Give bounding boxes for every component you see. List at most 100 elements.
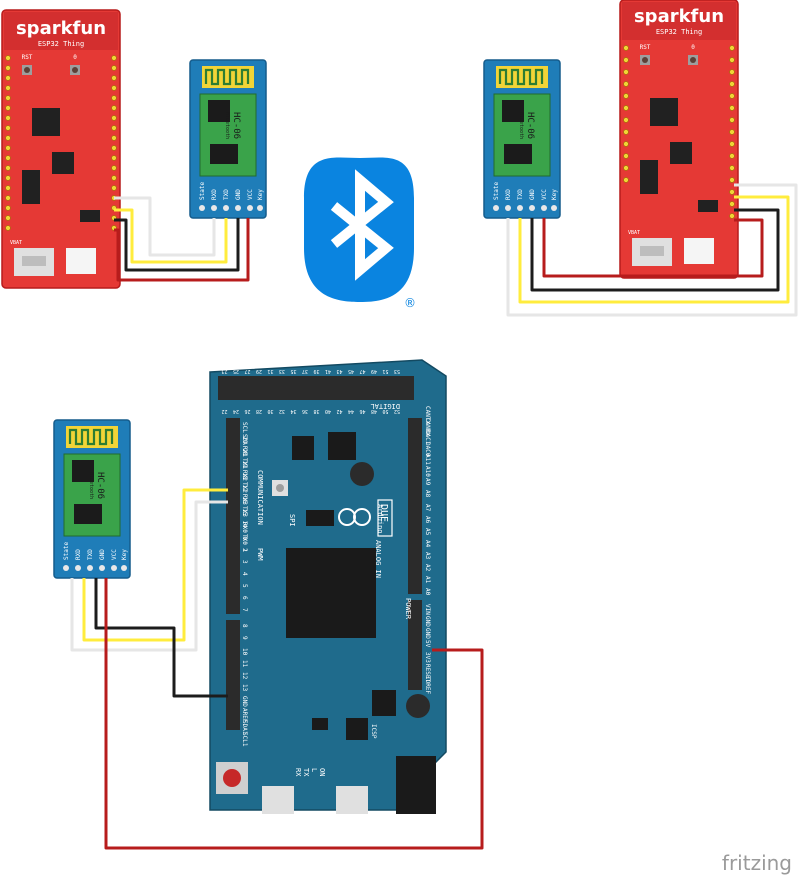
due-top-pin-label: 28: [256, 408, 262, 414]
wire-white-1: [114, 196, 216, 257]
due-top-pin-label: 53: [394, 368, 400, 374]
esp32-rst-label: RST: [640, 44, 651, 51]
hc06-subtitle-label: Bluetooth: [88, 472, 94, 499]
hc06-pin-rxd: RXD: [505, 189, 512, 200]
due-pin-2: 2: [241, 548, 248, 552]
hc06-module-top-right: HC-06 Bluetooth State RXD TXD GND VCC Ke…: [482, 58, 562, 220]
due-top-pin-label: 48: [371, 408, 377, 414]
due-pin-aref: AREF: [241, 708, 248, 723]
due-top-pin-label: 42: [336, 408, 342, 414]
due-pin-5: 5: [241, 584, 248, 588]
due-top-pin-label: 45: [348, 368, 354, 374]
due-pin-gnd1: GND: [424, 616, 431, 627]
wire-yellow-3: [82, 488, 228, 642]
wire-black-1: [114, 218, 240, 272]
hc06-subtitle-label: Bluetooth: [224, 112, 230, 139]
esp32-vbat-label: VBAT: [628, 230, 640, 236]
due-pin-a9: A9: [424, 478, 431, 486]
usb-port-2[interactable]: [336, 786, 368, 814]
due-top-pin-label: 37: [302, 368, 308, 374]
due-icsp-label: ICSP: [370, 724, 377, 739]
due-led-on: ON: [318, 768, 326, 776]
due-pin-scl1: SCL1: [241, 732, 248, 747]
hc06-pin-vcc: VCC: [541, 189, 548, 200]
due-top-pin-label: 52: [394, 408, 400, 414]
due-top-pin-label: 33: [279, 368, 285, 374]
due-pin-4: 4: [241, 572, 248, 576]
due-pin-cantx: CANTX: [424, 406, 431, 424]
hc06-pin-vcc: VCC: [247, 189, 254, 200]
due-pin-6: 6: [241, 596, 248, 600]
hc06-pin-txd: TXD: [87, 549, 94, 560]
due-pin-canrx: CANRX: [424, 418, 431, 436]
esp32-thing-left: sparkfun ESP32 Thing RST 0 VBAT: [1, 9, 121, 289]
esp32-btn0-label: 0: [691, 44, 695, 51]
due-pin-9: 9: [241, 636, 248, 640]
due-top-pin-label: 34: [290, 408, 296, 414]
due-top-pin-label: 35: [290, 368, 296, 374]
due-pin-a3: A3: [424, 552, 431, 560]
due-top-pin-label: 44: [348, 408, 354, 414]
esp32-rst-label: RST: [22, 54, 33, 61]
hc06-pin-gnd: GND: [235, 189, 242, 200]
due-top-pin-label: 32: [279, 408, 285, 414]
due-brand-label: Arduino: [376, 504, 384, 534]
due-pin-12: 12: [241, 672, 248, 680]
fritzing-watermark: fritzing: [722, 851, 792, 875]
due-power-label: POWER: [404, 598, 412, 620]
due-pin-tx3: TX3 14: [241, 506, 248, 528]
hc06-module-top-left: HC-06 Bluetooth State RXD TXD GND VCC Ke…: [188, 58, 268, 220]
wire-red-1: [114, 218, 250, 282]
due-gnd-top-label: GND: [440, 360, 447, 371]
wire-yellow-1: [114, 208, 228, 264]
due-top-pin-label: 47: [359, 368, 365, 374]
due-top-pin-label: 39: [313, 368, 319, 374]
due-pin-a6: A6: [424, 516, 431, 524]
due-pin-a5: A5: [424, 528, 431, 536]
esp32-left-pins: [5, 55, 117, 231]
hc06-module-bottom: HC-06 Bluetooth State RXD TXD GND VCC Ke…: [52, 418, 132, 580]
due-pin-a10: A10: [424, 466, 431, 477]
due-top-pin-label: 51: [382, 368, 388, 374]
due-logo: [338, 508, 371, 526]
due-pin-reset: RESET: [424, 664, 431, 682]
hc06-pin-txd: TXD: [517, 189, 524, 200]
hc06-pin-key: Key: [121, 549, 128, 560]
due-top-pin-label: 31: [267, 368, 273, 374]
due-right-pin-labels: CANTX CANRX DAC1 DAC0 A11 A10 A9 A8 A7 A…: [424, 406, 431, 694]
due-pin-a0: A0: [424, 588, 431, 596]
due-top-pin-label: 26: [244, 408, 250, 414]
due-pin-a1: A1: [424, 576, 431, 584]
due-top-pin-label: 41: [325, 368, 331, 374]
due-pin-tx2: TX2 16: [241, 482, 248, 504]
wire-white-2: [506, 183, 798, 317]
reset-button-cap: [223, 769, 241, 787]
icsp-header: [372, 690, 396, 716]
wire-red-3: [104, 578, 484, 850]
hc06-model-label: HC-06: [95, 472, 105, 499]
wire-black-2: [530, 208, 780, 292]
due-top-pin-label: 25: [233, 368, 239, 374]
due-top-pin-label: 50: [382, 408, 388, 414]
due-comm-pin-labels: SCL 21 SDA 20 RX1 19 TX1 18 RX2 17 TX2 1…: [241, 422, 248, 528]
due-top-pin-label: 27: [244, 368, 250, 374]
due-pin-tx0: TX0 1: [241, 534, 248, 552]
wires-bottom: [70, 488, 484, 850]
due-led-labels: RX TX L ON: [294, 768, 326, 777]
due-pin-sda20: SDA 20: [241, 434, 248, 456]
hc06-pin-rxd: RXD: [211, 189, 218, 200]
due-pin-vin: VIN: [424, 604, 431, 615]
usb-port-1[interactable]: [262, 786, 294, 814]
due-pwm-label: PWM: [256, 548, 264, 561]
due-top-pin-label: 46: [359, 408, 365, 414]
due-top-pin-label: 29: [256, 368, 262, 374]
due-pin-rx1: RX1 19: [241, 446, 248, 468]
due-top-pin-label: 36: [302, 408, 308, 414]
hc06-model-label: HC-06: [525, 112, 535, 139]
due-led-tx: TX: [302, 768, 310, 777]
wire-yellow-2: [518, 195, 790, 304]
hc06-pin-state: State: [63, 542, 70, 560]
bluetooth-rune-icon: [330, 169, 394, 281]
wires-top-right: [506, 183, 798, 317]
